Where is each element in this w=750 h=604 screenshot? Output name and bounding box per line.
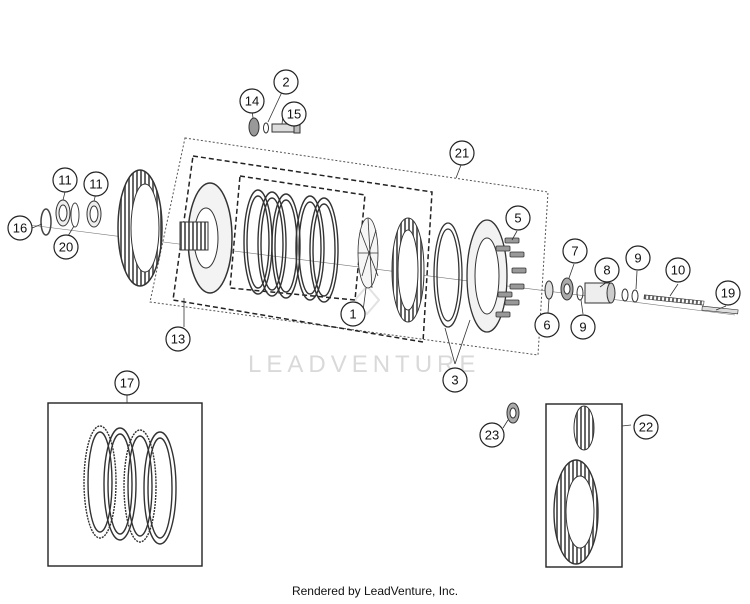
watermark-text: LEADVENTURE — [248, 351, 480, 378]
callout-label: 22 — [639, 420, 653, 435]
part-23-nut — [506, 402, 520, 424]
callout-label: 11 — [89, 177, 103, 192]
callout-label: 14 — [245, 94, 259, 109]
part-7-bearing — [560, 277, 574, 301]
kit-box-17 — [47, 402, 203, 567]
kit-box-22 — [545, 403, 623, 568]
part-11-needle-bearing — [55, 199, 71, 227]
clutch-basket — [117, 169, 163, 287]
callout-label: 8 — [603, 263, 610, 278]
callout: 15 — [281, 101, 307, 127]
callout: 7 — [562, 238, 588, 264]
callout: 5 — [505, 205, 531, 231]
callout-label: 13 — [171, 332, 185, 347]
part-1-diaphragm-spring — [357, 217, 379, 289]
callout: 23 — [479, 422, 505, 448]
callout: 19 — [715, 280, 741, 306]
callout-label: 9 — [634, 251, 641, 266]
callout: 10 — [665, 257, 691, 283]
callout: 11 — [83, 171, 109, 197]
callout: 9 — [570, 314, 596, 340]
callout-label: 16 — [13, 221, 27, 236]
part-8-sleeve — [584, 282, 616, 304]
part-11-needle-bearing-2 — [86, 200, 102, 228]
part-10-pushrod — [643, 294, 705, 306]
callout: 17 — [114, 370, 140, 396]
callout: 20 — [53, 234, 79, 260]
callout-label: 17 — [120, 376, 134, 391]
clutch-plates — [243, 189, 339, 303]
part-5-bolts — [495, 237, 527, 318]
callout-label: 3 — [451, 373, 458, 388]
rendered-by-credit: Rendered by LeadVenture, Inc. — [291, 584, 459, 598]
part-3-plate — [433, 222, 463, 328]
callout-label: 21 — [455, 146, 469, 161]
callout: 13 — [165, 326, 191, 352]
part-19-pin — [701, 305, 739, 315]
callout-label: 2 — [282, 75, 289, 90]
callout-label: 5 — [514, 211, 521, 226]
callout: 3 — [442, 367, 468, 393]
callout-label: 6 — [543, 318, 550, 333]
callout: 14 — [239, 88, 265, 114]
callout-label: 10 — [671, 263, 685, 278]
part-9-clip — [576, 285, 584, 301]
part-16-ring — [40, 208, 52, 236]
callout: 8 — [594, 257, 620, 283]
callout-label: 23 — [485, 428, 499, 443]
callout-label: 1 — [349, 307, 356, 322]
part-2-washer — [263, 122, 269, 134]
watermark: LEADVENTURE — [248, 284, 480, 378]
part-20-washer — [70, 202, 80, 228]
callout: 21 — [449, 140, 475, 166]
callout-label: 15 — [287, 107, 301, 122]
callout-label: 19 — [721, 286, 735, 301]
callout-label: 11 — [58, 173, 72, 188]
callout: 9 — [625, 245, 651, 271]
callout: 11 — [52, 167, 78, 193]
callout: 22 — [633, 414, 659, 440]
clutch-hub — [179, 182, 233, 294]
pressure-plate — [391, 217, 425, 323]
assembly-box-21 — [149, 137, 549, 356]
callout-label: 7 — [571, 244, 578, 259]
callout-label: 20 — [59, 240, 73, 255]
callout: 2 — [273, 69, 299, 95]
part-14-nut — [248, 117, 260, 137]
part-6-washer — [544, 280, 554, 300]
callout: 16 — [7, 215, 33, 241]
callout: 6 — [534, 312, 560, 338]
callout-label: 9 — [579, 320, 586, 335]
callout: 1 — [340, 301, 366, 327]
part-9-washers — [621, 288, 639, 303]
